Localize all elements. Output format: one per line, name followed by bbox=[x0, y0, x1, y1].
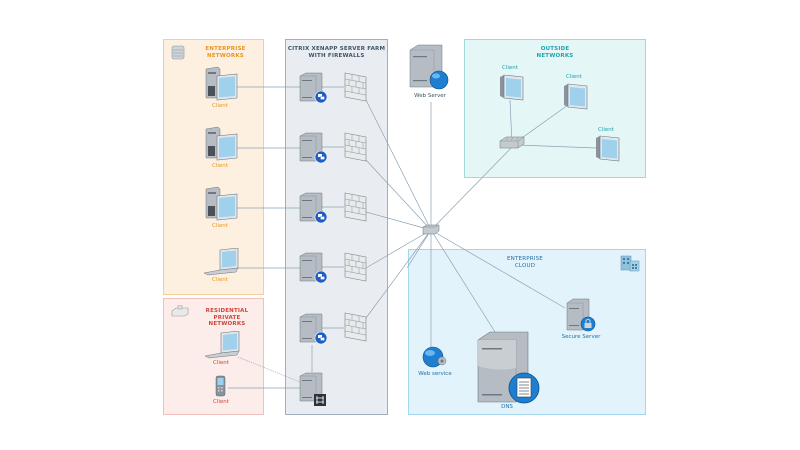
web-service-label: Web service bbox=[418, 371, 452, 377]
buildings-icon bbox=[620, 255, 640, 272]
firewall-icon bbox=[344, 132, 367, 162]
client-label: Client bbox=[566, 74, 582, 80]
web-server-label: Web Server bbox=[414, 93, 446, 99]
client-label: Client bbox=[212, 103, 228, 109]
network-hub-icon[interactable] bbox=[421, 224, 441, 236]
desktop-computer-icon bbox=[205, 66, 238, 101]
link-fw1-hub bbox=[365, 99, 432, 231]
citrix-server-icon bbox=[299, 313, 328, 345]
citrix-server-icon bbox=[299, 192, 328, 224]
gateway-server-icon bbox=[299, 372, 326, 406]
monitor-icon bbox=[564, 83, 588, 110]
web-service-icon bbox=[422, 346, 447, 368]
client-label: Client bbox=[213, 399, 229, 405]
laptop-icon bbox=[203, 248, 239, 276]
server-stack-icon bbox=[171, 45, 185, 60]
client-label: Client bbox=[212, 277, 228, 283]
link-fw3-hub bbox=[365, 211, 432, 231]
client-label: Client bbox=[212, 223, 228, 229]
citrix-server-icon bbox=[299, 132, 328, 164]
secure-server-icon bbox=[566, 298, 596, 332]
firewall-icon bbox=[344, 312, 367, 342]
firewall-icon bbox=[344, 252, 367, 282]
client-label: Client bbox=[502, 65, 518, 71]
mobile-phone-icon bbox=[215, 375, 226, 397]
link-res-laptop-citrix6 bbox=[237, 356, 301, 383]
network-switch-icon[interactable] bbox=[498, 135, 526, 151]
title-citrix-farm: CITRIX XENAPP SERVER FARM WITH FIREWALLS bbox=[287, 46, 386, 59]
dns-server-icon bbox=[477, 331, 540, 404]
zone-citrix-server-farm bbox=[285, 39, 388, 415]
client-label: Client bbox=[213, 360, 229, 366]
citrix-server-icon bbox=[299, 252, 328, 284]
firewall-icon bbox=[344, 72, 367, 102]
citrix-server-icon bbox=[299, 72, 328, 104]
web-server-icon bbox=[409, 44, 449, 90]
firewall-icon bbox=[344, 192, 367, 222]
desktop-computer-icon bbox=[205, 186, 238, 221]
link-hub-switch bbox=[430, 146, 513, 231]
laptop-icon bbox=[204, 331, 240, 359]
title-residential-networks: RESIDENTIAL PRIVATE NETWORKS bbox=[205, 308, 249, 327]
link-hub-left bbox=[406, 229, 432, 269]
secure-server-label: Secure Server bbox=[561, 334, 601, 340]
title-enterprise-networks: ENTERPRISE NETWORKS bbox=[205, 46, 246, 59]
dns-label: DNS bbox=[501, 404, 513, 410]
title-outside-networks: OUTSIDE NETWORKS bbox=[536, 46, 574, 59]
client-label: Client bbox=[598, 127, 614, 133]
link-fw4-hub bbox=[365, 229, 432, 269]
link-fw2-hub bbox=[365, 159, 432, 231]
monitor-icon bbox=[500, 74, 524, 101]
link-hub-dns bbox=[430, 229, 496, 333]
router-icon bbox=[171, 305, 189, 317]
client-label: Client bbox=[212, 163, 228, 169]
title-enterprise-cloud: ENTERPRISE CLOUD bbox=[507, 256, 543, 269]
link-switch-client3 bbox=[517, 144, 597, 149]
link-fw5-hub bbox=[365, 229, 432, 319]
link-hub-secure bbox=[430, 229, 566, 309]
monitor-icon bbox=[596, 135, 620, 162]
desktop-computer-icon bbox=[205, 126, 238, 161]
